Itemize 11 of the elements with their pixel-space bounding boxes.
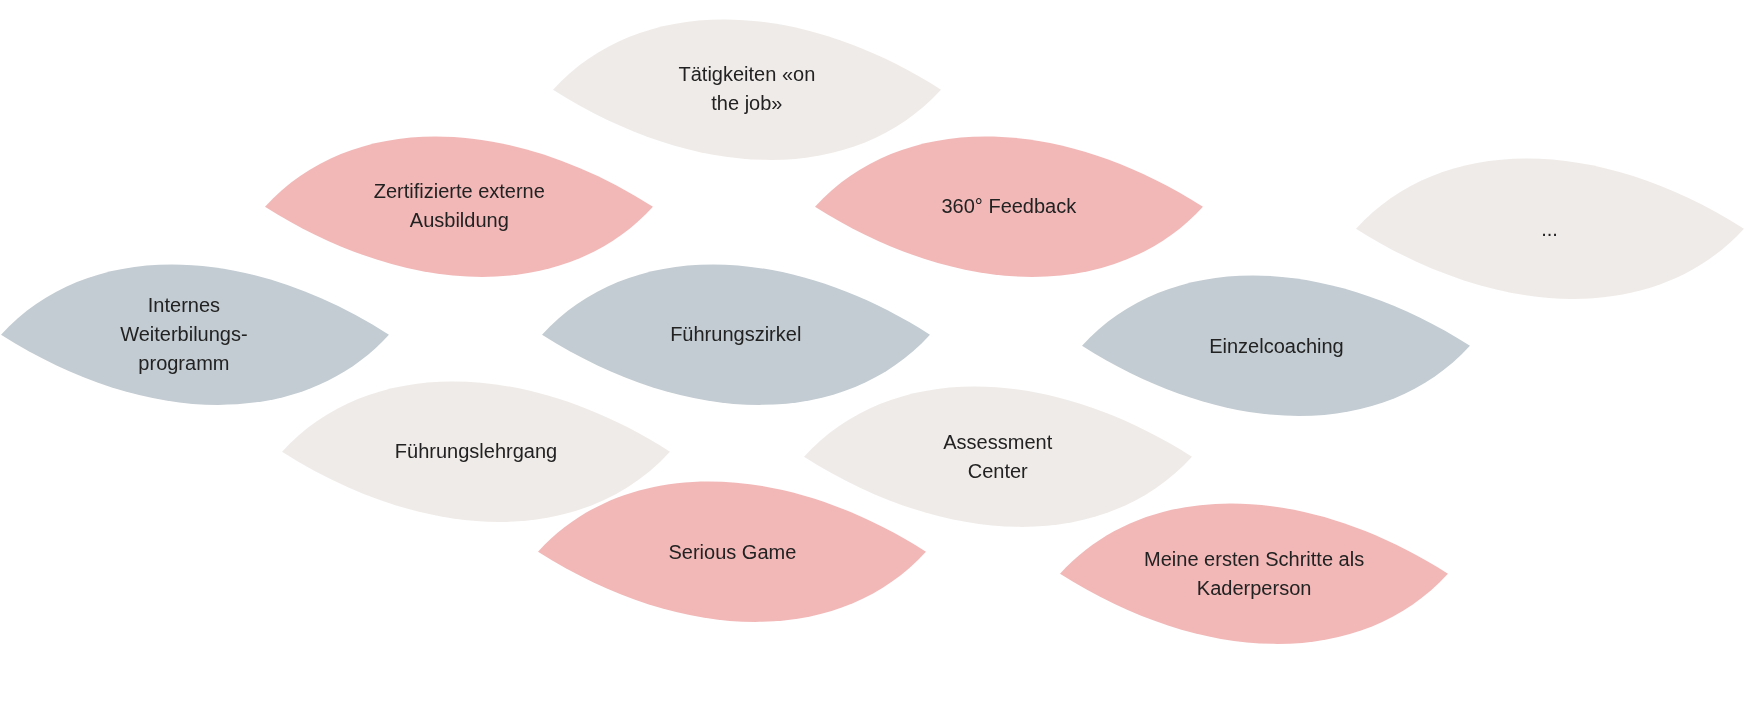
node-label: Meine ersten Schritte als Kaderperson xyxy=(1143,547,1366,602)
node-label: Serious Game xyxy=(667,539,798,565)
node-label: Führungslehrgang xyxy=(393,439,559,464)
node-label: Führungszirkel xyxy=(669,321,803,347)
node-label: Tätigkeiten «on the job» xyxy=(677,62,817,117)
node-label: Zertifizierte externe Ausbildung xyxy=(372,179,546,234)
node-label: Einzelcoaching xyxy=(1208,333,1345,359)
node-label: Internes Weiterbilungs-programm xyxy=(119,292,249,376)
node-label: ... xyxy=(1540,216,1559,241)
node-label: Assessment Center xyxy=(942,430,1054,485)
node-label: 360° Feedback xyxy=(940,193,1078,219)
